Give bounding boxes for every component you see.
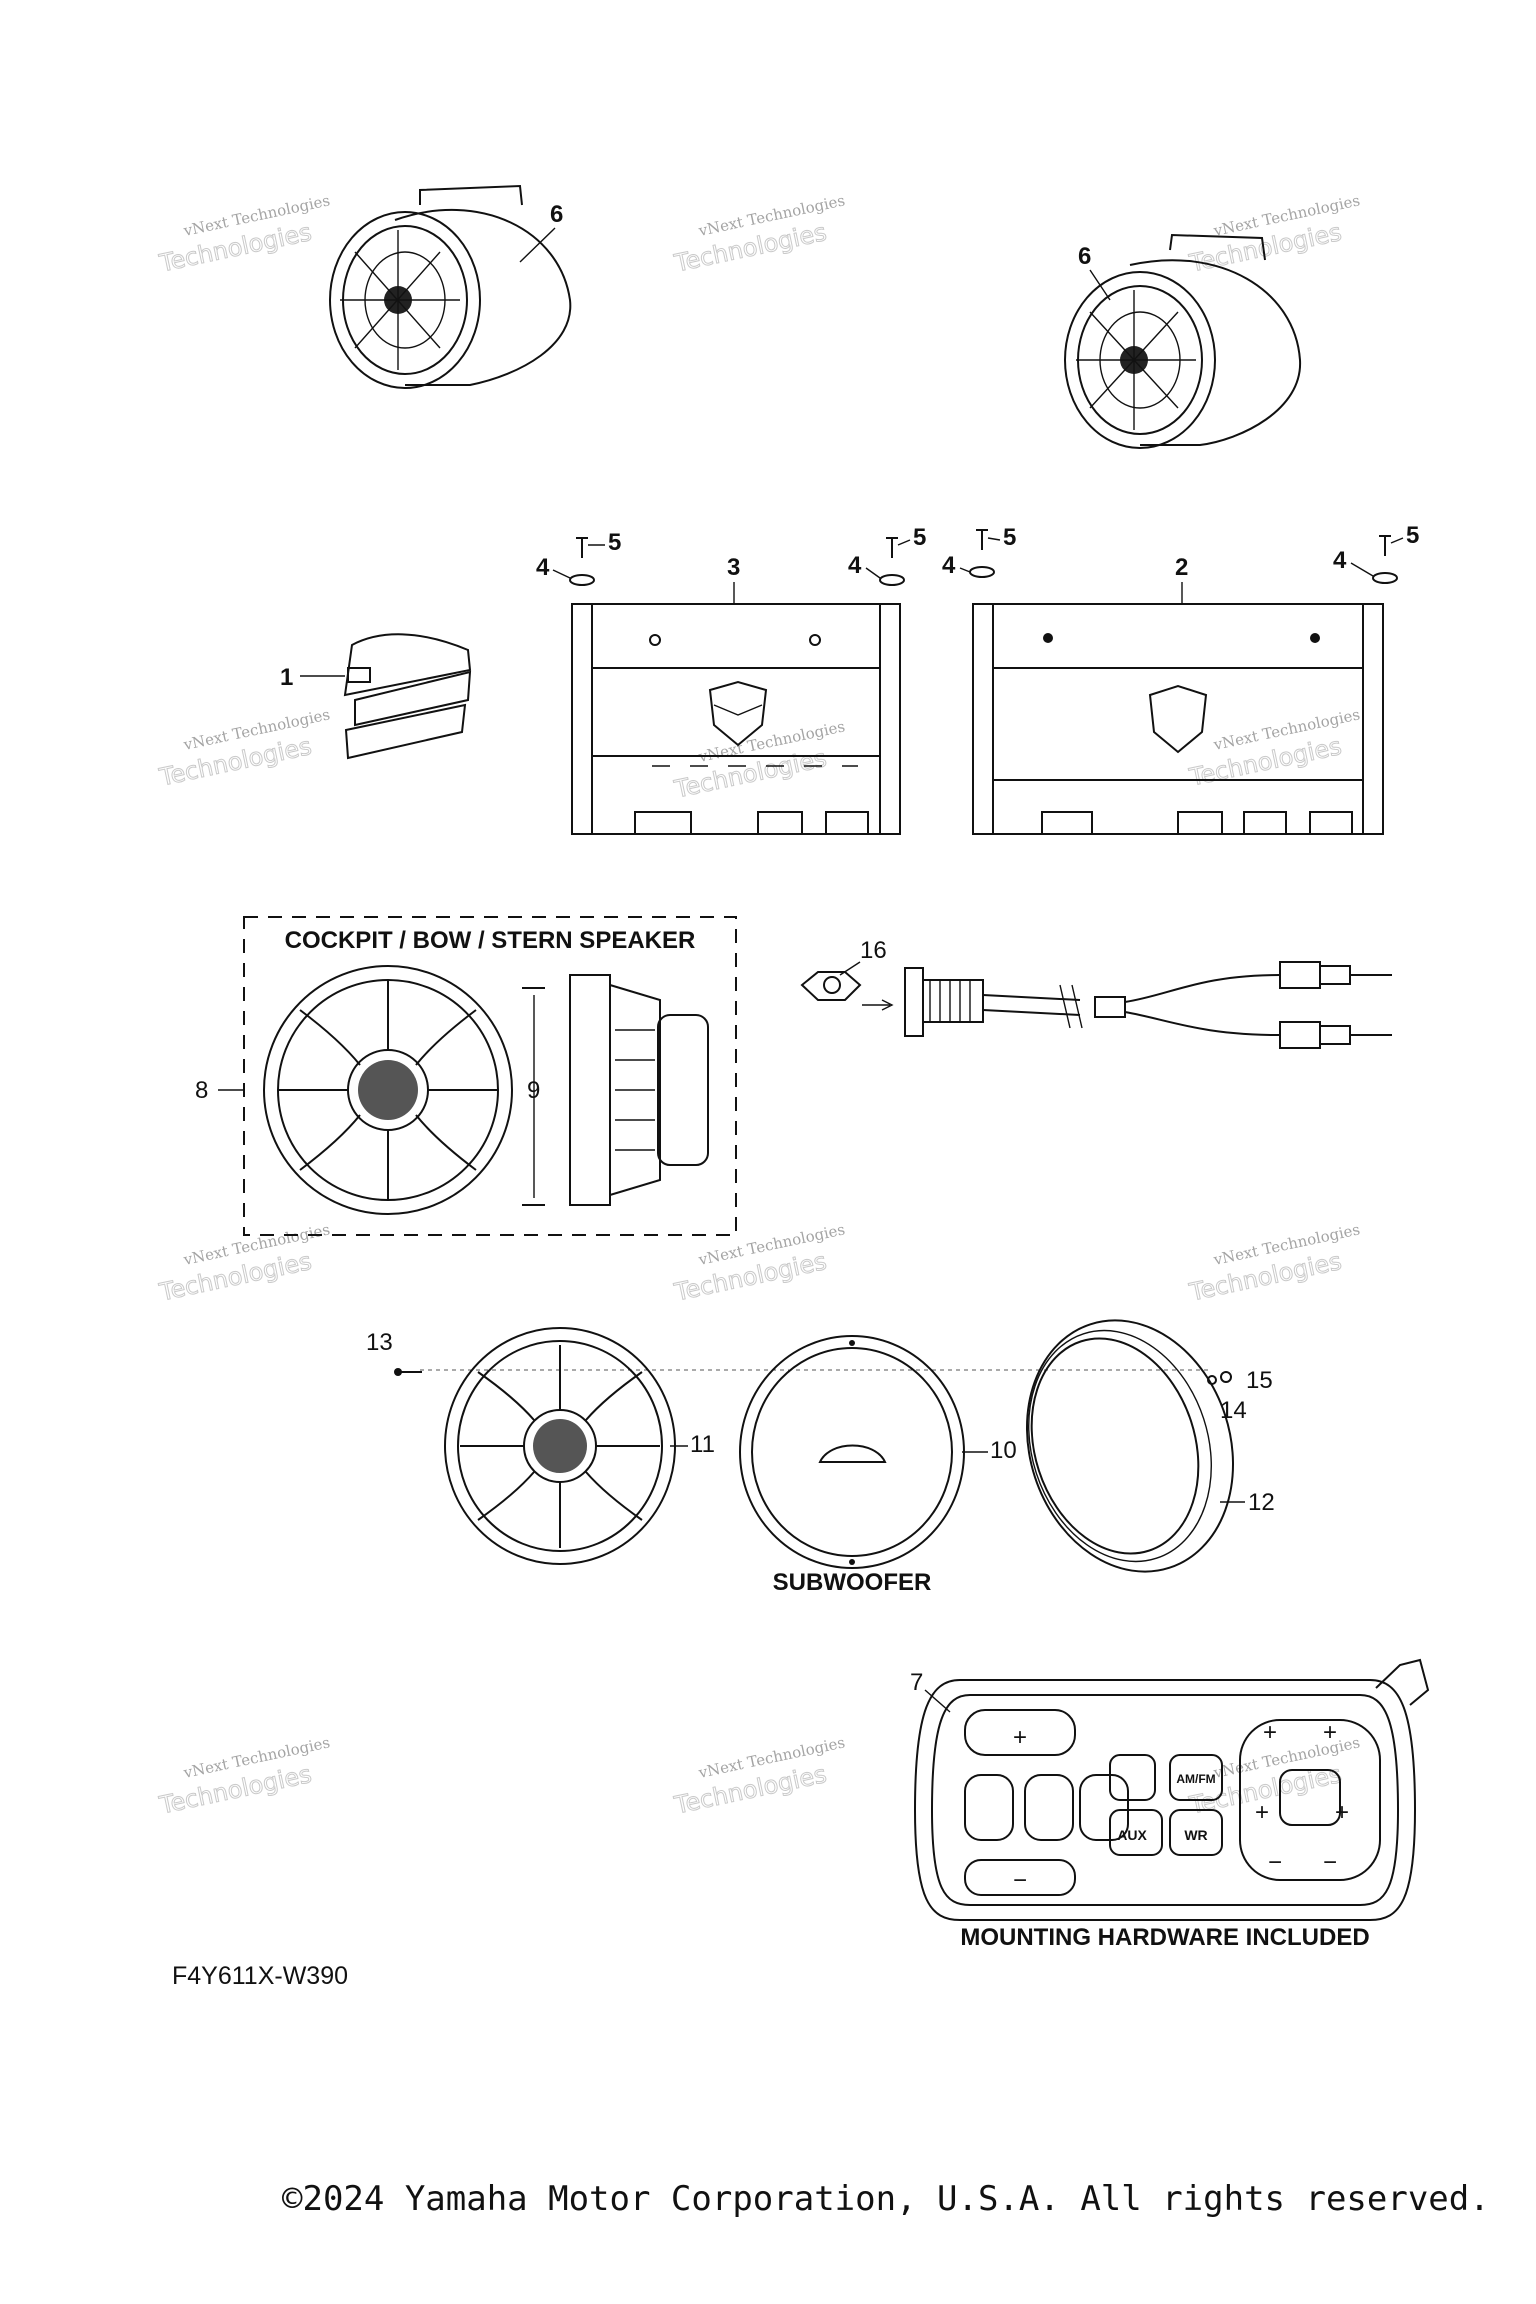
cockpit-speaker-side (569, 974, 709, 1206)
callout-4d: 4 (1333, 547, 1347, 574)
callout-4b: 4 (848, 552, 862, 579)
amplifier-3 (571, 603, 901, 835)
callout-5c: 5 (1003, 524, 1016, 551)
caption-mounting-hardware: MOUNTING HARDWARE INCLUDED (960, 1924, 1369, 1951)
tower-speaker-right (1064, 233, 1302, 449)
remote-amfm-label: AM/FM (1176, 1772, 1215, 1786)
callout-4a: 4 (536, 554, 550, 581)
screws-9 (522, 987, 545, 1206)
screw-13 (394, 1368, 422, 1376)
callout-5d: 5 (1406, 522, 1419, 549)
callout-11: 11 (690, 1431, 715, 1458)
copyright-notice: ©2024 Yamaha Motor Corporation, U.S.A. A… (282, 2179, 1490, 2219)
wired-remote-7 (913, 1658, 1430, 1921)
callout-12: 12 (1248, 1489, 1275, 1516)
remote-minus-right-2: − (1323, 1849, 1337, 1876)
callout-13: 13 (366, 1329, 393, 1356)
callout-10: 10 (990, 1437, 1017, 1464)
remote-plus-right-2: + (1323, 1719, 1337, 1746)
subwoofer-10 (739, 1335, 965, 1569)
remote-plus-right-4: + (1335, 1799, 1349, 1826)
callout-14: 14 (1220, 1397, 1247, 1424)
remote-plus-button-label: + (1013, 1724, 1027, 1751)
caption-subwoofer: SUBWOOFER (773, 1569, 932, 1596)
callout-16: 16 (860, 937, 887, 964)
remote-wr-label: WR (1184, 1827, 1207, 1843)
screw-washer-group (569, 529, 1398, 586)
tower-speaker-left (329, 184, 572, 389)
callout-2: 2 (1175, 554, 1188, 581)
callout-9: 9 (527, 1077, 540, 1104)
callout-5a: 5 (608, 529, 621, 556)
remote-minus-right-1: − (1268, 1849, 1282, 1876)
callout-5b: 5 (913, 524, 926, 551)
amplifier-2 (972, 603, 1384, 835)
callout-6-left: 6 (550, 201, 563, 228)
callout-4c: 4 (942, 552, 956, 579)
callout-7: 7 (910, 1669, 923, 1696)
callout-6-right: 6 (1078, 243, 1091, 270)
nut-washer-14-15 (1207, 1371, 1232, 1385)
diagram-code: F4Y611X-W390 (172, 1962, 348, 1990)
caption-cockpit-bow-stern: COCKPIT / BOW / STERN SPEAKER (285, 927, 696, 954)
cockpit-speaker-front (263, 965, 513, 1215)
remote-plus-right-1: + (1263, 1719, 1277, 1746)
callout-15: 15 (1246, 1367, 1273, 1394)
speaker-kit-box (243, 916, 737, 1236)
remote-aux-label: AUX (1117, 1827, 1147, 1843)
speaker-grille-11 (444, 1327, 676, 1565)
rca-cable-16 (800, 961, 1392, 1049)
remote-plus-right-3: + (1255, 1799, 1269, 1826)
callout-3: 3 (727, 554, 740, 581)
mounting-ring-12 (1025, 1319, 1235, 1573)
wire-harness-1 (343, 633, 472, 760)
callout-8: 8 (195, 1077, 208, 1104)
remote-minus-button-label: − (1013, 1867, 1027, 1894)
callout-1: 1 (280, 664, 293, 691)
